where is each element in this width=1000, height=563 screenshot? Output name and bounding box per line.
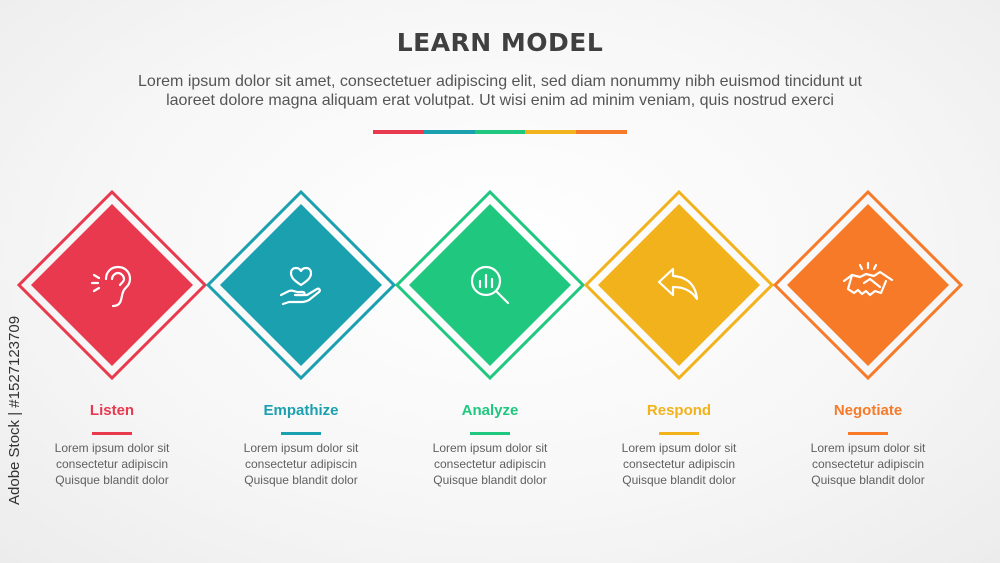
step-description: Lorem ipsum dolor sit consectetur adipis… xyxy=(584,440,774,488)
desc-line: Lorem ipsum dolor sit xyxy=(432,441,548,455)
step-label: Negotiate xyxy=(833,402,903,419)
step-underline xyxy=(92,432,132,435)
step-label: Listen xyxy=(89,402,135,419)
step-underline xyxy=(281,432,321,435)
desc-line: consectetur adipiscin xyxy=(811,457,925,471)
divider-segment xyxy=(373,130,424,134)
desc-line: Lorem ipsum dolor sit xyxy=(243,441,359,455)
step-label: Analyze xyxy=(461,402,519,419)
desc-line: Lorem ipsum dolor sit xyxy=(54,441,170,455)
diamond-shape xyxy=(395,190,585,380)
desc-line: Quisque blandit dolor xyxy=(244,473,358,487)
magnifier-chart-icon xyxy=(460,255,520,315)
desc-line: consectetur adipiscin xyxy=(55,457,169,471)
desc-line: consectetur adipiscin xyxy=(244,457,358,471)
subtitle-line: Lorem ipsum dolor sit amet, consectetuer… xyxy=(138,73,862,90)
diamond-shape xyxy=(773,190,963,380)
step-description: Lorem ipsum dolor sit consectetur adipis… xyxy=(206,440,396,488)
title-divider-bar xyxy=(373,130,627,134)
desc-line: Lorem ipsum dolor sit xyxy=(621,441,737,455)
divider-segment xyxy=(474,130,526,134)
handshake-icon xyxy=(838,255,898,315)
step-respond: Respond Lorem ipsum dolor sit consectetu… xyxy=(584,180,774,490)
ear-icon xyxy=(82,255,142,315)
stock-credit: Adobe Stock | #1527123709 xyxy=(6,315,23,505)
step-description: Lorem ipsum dolor sit consectetur adipis… xyxy=(773,440,963,488)
divider-segment xyxy=(576,130,627,134)
page-title: LEARN MODEL xyxy=(396,28,604,57)
step-negotiate: Negotiate Lorem ipsum dolor sit consecte… xyxy=(773,180,963,490)
desc-line: consectetur adipiscin xyxy=(433,457,547,471)
reply-arrow-icon xyxy=(649,255,709,315)
step-label: Respond xyxy=(646,402,712,419)
diamond-shape xyxy=(584,190,774,380)
desc-line: Lorem ipsum dolor sit xyxy=(810,441,926,455)
step-underline xyxy=(659,432,699,435)
page-subtitle: Lorem ipsum dolor sit amet, consectetuer… xyxy=(60,72,940,110)
desc-line: Quisque blandit dolor xyxy=(433,473,547,487)
step-underline xyxy=(848,432,888,435)
desc-line: Quisque blandit dolor xyxy=(622,473,736,487)
step-underline xyxy=(470,432,510,435)
step-empathize: Empathize Lorem ipsum dolor sit consecte… xyxy=(206,180,396,490)
step-description: Lorem ipsum dolor sit consectetur adipis… xyxy=(395,440,585,488)
desc-line: consectetur adipiscin xyxy=(622,457,736,471)
divider-segment xyxy=(525,130,577,134)
desc-line: Quisque blandit dolor xyxy=(55,473,169,487)
divider-segment xyxy=(423,130,475,134)
heart-hand-icon xyxy=(271,255,331,315)
desc-line: Quisque blandit dolor xyxy=(811,473,925,487)
step-description: Lorem ipsum dolor sit consectetur adipis… xyxy=(17,440,207,488)
step-listen: Listen Lorem ipsum dolor sit consectetur… xyxy=(17,180,207,490)
subtitle-line: laoreet dolore magna aliquam erat volutp… xyxy=(166,92,834,109)
diamond-shape xyxy=(17,190,207,380)
step-analyze: Analyze Lorem ipsum dolor sit consectetu… xyxy=(395,180,585,490)
step-label: Empathize xyxy=(263,402,339,419)
